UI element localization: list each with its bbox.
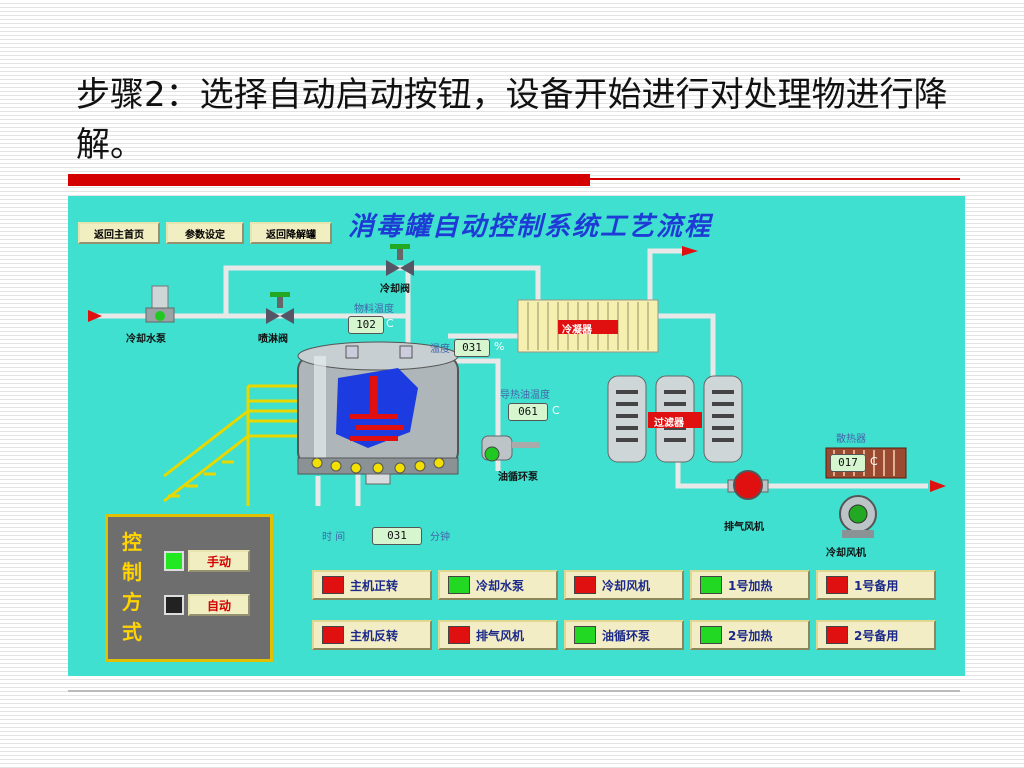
flow-arrows [88, 246, 946, 492]
status-label: 2号加热 [728, 628, 773, 643]
exhaust-arrow-icon [930, 480, 946, 492]
control-mode-title: 控制方式 [122, 530, 142, 644]
manual-mode-row: 手动 [164, 547, 260, 575]
status-label: 主机反转 [350, 628, 399, 643]
outlet-arrow-icon [682, 246, 698, 256]
status-lamp-icon [700, 576, 722, 594]
status-lamp-icon [448, 576, 470, 594]
condenser-label: 冷凝器 [562, 325, 592, 336]
status-label: 冷却风机 [602, 578, 651, 593]
exhaust-fan-label: 排气风机 [724, 522, 764, 533]
status-button[interactable]: 主机反转 [312, 620, 432, 650]
cooling-fan-icon [839, 495, 877, 538]
radiator-temp-unit: C [870, 455, 878, 468]
status-button[interactable]: 2号加热 [690, 620, 810, 650]
status-lamp-icon [700, 626, 722, 644]
nav-home-button[interactable]: 返回主首页 [78, 222, 160, 244]
slide-title: 步骤2：选择自动启动按钮，设备开始进行对处理物进行降解。 [76, 75, 948, 165]
oil-pump-icon [481, 435, 540, 462]
status-lamp-icon [826, 626, 848, 644]
status-button[interactable]: 冷却水泵 [438, 570, 558, 600]
oil-temp-readout: 061 [508, 403, 548, 421]
manual-mode-button[interactable]: 手动 [188, 550, 250, 572]
status-label: 1号备用 [854, 578, 899, 593]
status-button[interactable]: 1号加热 [690, 570, 810, 600]
cooling-fan-label: 冷却风机 [826, 548, 866, 559]
auto-mode-button[interactable]: 自动 [188, 594, 250, 616]
status-button[interactable]: 2号备用 [816, 620, 936, 650]
material-temp-readout: 102 [348, 316, 384, 334]
status-lamp-icon [322, 576, 344, 594]
footer-divider [68, 690, 960, 692]
second-reading-readout: 031 [454, 339, 490, 357]
second-reading-unit: % [494, 340, 505, 353]
title-divider-thick [68, 174, 590, 186]
status-label: 主机正转 [350, 578, 399, 593]
cooling-pump-icon [145, 285, 175, 323]
process-diagram [88, 244, 946, 538]
status-label: 油循环泵 [602, 628, 651, 643]
auto-lamp-icon [164, 595, 184, 615]
filter-icon [607, 375, 743, 463]
status-button[interactable]: 排气风机 [438, 620, 558, 650]
material-temp-label: 物料温度 [354, 304, 394, 315]
oil-temp-label: 导热油温度 [500, 390, 550, 401]
status-label: 冷却水泵 [476, 578, 525, 593]
oil-temp-unit: C [552, 404, 560, 417]
title-divider-thin [590, 178, 960, 180]
manual-lamp-icon [164, 551, 184, 571]
status-label: 2号备用 [854, 628, 899, 643]
oil-pump-label: 油循环泵 [498, 472, 538, 483]
second-reading-label: 温度 [430, 344, 450, 355]
time-readout: 031 [372, 527, 422, 545]
status-lamp-icon [574, 576, 596, 594]
radiator-label: 散热器 [836, 434, 866, 445]
radiator-temp-readout: 017 [830, 454, 866, 472]
material-temp-unit: C [386, 317, 394, 330]
status-lamp-icon [448, 626, 470, 644]
stairs-icon [163, 384, 302, 506]
inlet-arrow-icon [88, 310, 102, 322]
status-lamp-icon [322, 626, 344, 644]
condenser-icon [517, 299, 659, 353]
cooling-valve-label: 冷却阀 [380, 284, 410, 295]
control-mode-panel: 控制方式 手动 自动 [105, 514, 273, 662]
cooling-pump-label: 冷却水泵 [126, 334, 166, 345]
exhaust-fan-icon [727, 470, 769, 500]
hmi-title: 消毒罐自动控制系统工艺流程 [348, 212, 713, 242]
cooling-valve-icon [386, 244, 414, 276]
time-unit: 分钟 [430, 532, 450, 543]
filter-label: 过滤器 [654, 418, 684, 429]
status-label: 排气风机 [476, 628, 525, 643]
status-button[interactable]: 油循环泵 [564, 620, 684, 650]
spray-valve-label: 喷淋阀 [258, 334, 288, 345]
nav-parameters-button[interactable]: 参数设定 [166, 222, 244, 244]
disinfection-tank-icon [297, 341, 459, 485]
status-label: 1号加热 [728, 578, 773, 593]
spray-valve-icon [266, 292, 294, 324]
status-button[interactable]: 冷却风机 [564, 570, 684, 600]
hmi-screen: 返回主首页 参数设定 返回降解罐 消毒罐自动控制系统工艺流程 冷却水泵 喷淋阀 … [68, 196, 965, 676]
time-label: 时 间 [322, 532, 346, 543]
status-lamp-icon [574, 626, 596, 644]
auto-mode-row: 自动 [164, 591, 260, 619]
status-button[interactable]: 主机正转 [312, 570, 432, 600]
status-button[interactable]: 1号备用 [816, 570, 936, 600]
nav-tank-button[interactable]: 返回降解罐 [250, 222, 332, 244]
status-lamp-icon [826, 576, 848, 594]
